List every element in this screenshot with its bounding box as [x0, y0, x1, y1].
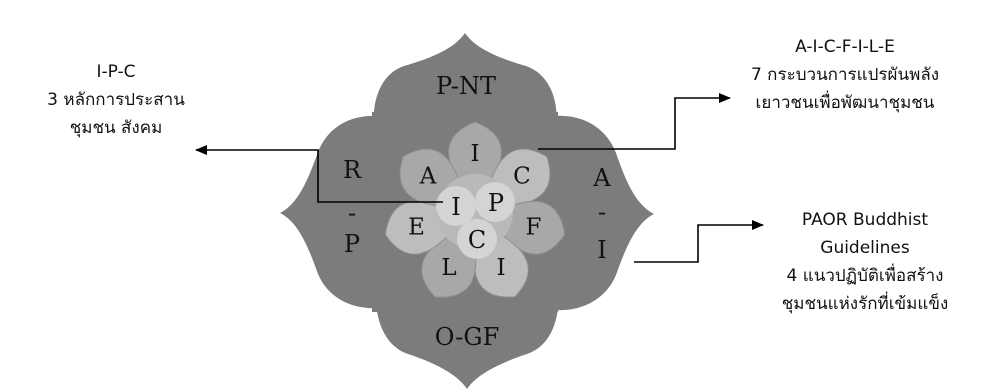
inner-petal-letter: A — [419, 164, 437, 190]
outer-label-bottom: O-GF — [435, 323, 500, 351]
outer-petal-right — [554, 115, 654, 311]
inner-petal-letter: F — [526, 214, 542, 240]
caption-top-right-line: A-I-C-F-I-L-E — [795, 37, 895, 57]
caption-left: I-P-C 3 หลักการประสาน ชุมชน สังคม — [0, 58, 232, 142]
connector-left-arrow — [195, 145, 443, 203]
outer-label-right-b: - — [598, 198, 606, 226]
center-letter-c: C — [468, 226, 486, 254]
center-circle-i — [436, 186, 476, 226]
caption-bottom-right-line: Guidelines — [820, 238, 910, 258]
inner-petal-letter: I — [496, 255, 505, 281]
outer-petal-top — [373, 33, 557, 125]
outer-label-left-a: R — [343, 156, 362, 184]
center-letter-i: I — [451, 193, 460, 221]
outer-label-top: P-NT — [436, 72, 496, 100]
outer-label-right-a: A — [592, 164, 611, 192]
center-circle-p — [475, 182, 515, 222]
caption-bottom-right: PAOR Buddhist Guidelines 4 แนวปฏิบัติเพื… — [745, 206, 985, 318]
inner-petal-letter: E — [408, 214, 425, 240]
center-letter-p: P — [488, 189, 504, 217]
caption-left-line: I-P-C — [96, 62, 136, 82]
inner-petal-letter: L — [441, 255, 456, 281]
caption-left-line: 3 หลักการประสาน — [47, 90, 185, 110]
connector-top-right-arrow — [538, 93, 731, 150]
inner-petal-letter: C — [513, 164, 531, 190]
inner-petal-letter: I — [470, 141, 479, 167]
caption-top-right-line: เยาวชนเพื่อพัฒนาชุมชน — [755, 93, 935, 113]
caption-bottom-right-line: ชุมชนแห่งรักที่เข้มแข็ง — [781, 294, 949, 314]
center-circle-c — [457, 219, 497, 259]
outer-petal-bottom — [375, 288, 559, 389]
outer-label-left-c: P — [344, 230, 360, 258]
outer-label-right-c: I — [597, 236, 606, 264]
connectors — [195, 93, 764, 263]
caption-left-line: ชุมชน สังคม — [69, 118, 163, 138]
caption-top-right-line: 7 กระบวนการแปรผันพลัง — [750, 65, 940, 85]
caption-bottom-right-line: PAOR Buddhist — [801, 210, 929, 230]
connector-bottom-right-arrow — [634, 220, 764, 263]
center-core: I P C — [436, 174, 515, 259]
outer-labels: P-NT O-GF R - P A - I — [343, 72, 611, 351]
caption-bottom-right-line: 4 แนวปฏิบัติเพื่อสร้าง — [786, 266, 944, 286]
outer-label-left-b: - — [348, 199, 356, 227]
outer-petal-left — [280, 115, 380, 309]
caption-top-right: A-I-C-F-I-L-E 7 กระบวนการแปรผันพลัง เยาว… — [705, 33, 985, 117]
